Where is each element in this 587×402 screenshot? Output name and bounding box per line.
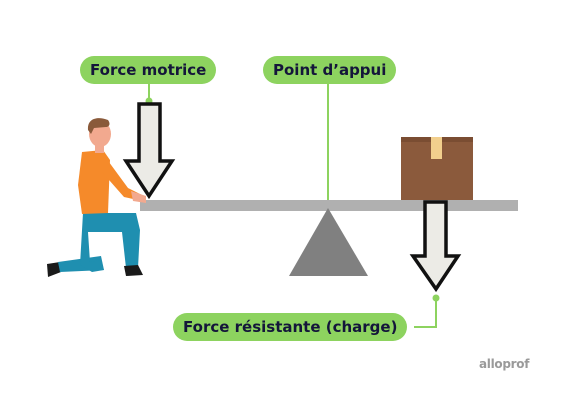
fulcrum-triangle [289,208,368,276]
down-arrow-icon [409,200,462,293]
label-force-motrice: Force motrice [80,56,217,84]
alloprof-logo: alloprof [479,357,530,371]
leader-line-force-resistante [414,298,437,328]
lever-bar [140,200,518,211]
down-arrow-icon [122,102,176,200]
label-force-resistante: Force résistante (charge) [173,313,408,341]
box-icon [401,137,473,200]
label-point-appui: Point d’appui [263,56,397,84]
person-icon [47,118,146,277]
leader-dot-force-resistante [432,294,440,302]
